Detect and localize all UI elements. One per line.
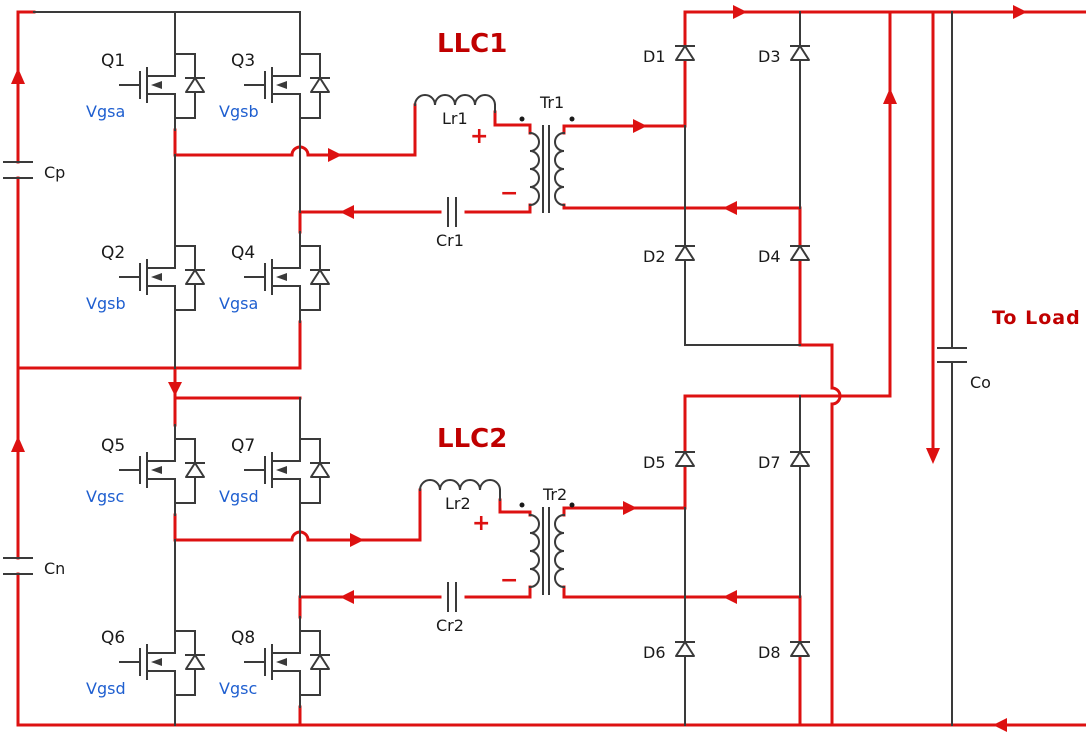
- d4-diode: [790, 245, 810, 261]
- llc1-title: LLC1: [437, 29, 507, 59]
- q1-label: Q1: [101, 51, 125, 71]
- lr1-label: Lr1: [442, 109, 468, 128]
- arrow-left-cr2-return: [340, 590, 354, 604]
- to-load-label: To Load: [992, 307, 1081, 329]
- d2-diode: [675, 245, 695, 261]
- q8-label: Q8: [231, 628, 255, 648]
- tr1-transformer: [519, 116, 575, 213]
- cr1-capacitor: [447, 197, 457, 227]
- d2-label: D2: [643, 247, 666, 266]
- arrow-right-sec1-top: [633, 119, 647, 133]
- co-capacitor: [937, 347, 967, 363]
- d1-label: D1: [643, 47, 666, 66]
- arrow-right-bridge2-out: [350, 533, 364, 547]
- q4-gate-label: Vgsa: [219, 294, 258, 313]
- cn-label: Cn: [44, 559, 65, 578]
- tr1-secondary-dot: [569, 116, 575, 122]
- q4-label: Q4: [231, 243, 255, 263]
- arrow-right-topbus-2: [1013, 5, 1027, 19]
- tr2-transformer: [519, 502, 575, 595]
- arrow-right-topbus-1: [733, 5, 747, 19]
- cr2-label: Cr2: [436, 616, 464, 635]
- q3-gate-label: Vgsb: [219, 102, 259, 121]
- arrow-right-bridge1-out: [328, 148, 342, 162]
- q2-mosfet: [119, 231, 205, 323]
- d5-label: D5: [643, 453, 666, 472]
- arrow-down-interbridge: [168, 382, 182, 396]
- q8-gate-label: Vgsc: [219, 679, 257, 698]
- q5-label: Q5: [101, 436, 125, 456]
- q2-gate-label: Vgsb: [86, 294, 126, 313]
- tr2-label: Tr2: [542, 485, 567, 504]
- text-labels: LLC1 LLC2 Q1 Q3 Q2 Q4 Q5 Q7 Q6 Q8 Vgsa V…: [44, 29, 1081, 698]
- cn-capacitor: [3, 557, 33, 575]
- q7-gate-label: Vgsd: [219, 487, 259, 506]
- tr2-plus-sign: +: [472, 511, 490, 536]
- tr1-label: Tr1: [539, 93, 564, 112]
- tr1-minus-sign: −: [500, 181, 518, 206]
- circuit-wires: [33, 11, 953, 726]
- cr2-capacitor: [447, 582, 457, 612]
- arrow-up-left-bottom: [11, 436, 25, 452]
- co-label: Co: [970, 373, 991, 392]
- tr2-primary-dot: [519, 502, 525, 508]
- d8-label: D8: [758, 643, 781, 662]
- llc2-title: LLC2: [437, 424, 507, 454]
- q7-label: Q7: [231, 436, 255, 456]
- q5-mosfet: [119, 424, 205, 516]
- q6-gate-label: Vgsd: [86, 679, 126, 698]
- cp-capacitor: [3, 161, 33, 179]
- lr2-label: Lr2: [445, 494, 471, 513]
- d4-label: D4: [758, 247, 781, 266]
- q6-label: Q6: [101, 628, 125, 648]
- d3-diode: [790, 45, 810, 61]
- tr1-plus-sign: +: [470, 124, 488, 149]
- arrow-left-sec2-bottom: [723, 590, 737, 604]
- lr1-inductor: [413, 94, 497, 107]
- arrow-up-left-top: [11, 68, 25, 84]
- q6-mosfet: [119, 616, 205, 708]
- cr1-label: Cr1: [436, 231, 464, 250]
- d7-diode: [790, 451, 810, 467]
- tr2-minus-sign: −: [500, 568, 518, 593]
- tr2-secondary-dot: [569, 502, 575, 508]
- q8-mosfet: [244, 616, 330, 708]
- d8-diode: [790, 641, 810, 657]
- q3-label: Q3: [231, 51, 255, 71]
- q2-label: Q2: [101, 243, 125, 263]
- lr2-inductor: [418, 479, 502, 492]
- arrow-up-rect2-out: [883, 88, 897, 104]
- arrow-left-sec1-bottom: [723, 201, 737, 215]
- d3-label: D3: [758, 47, 781, 66]
- cp-label: Cp: [44, 163, 65, 182]
- d6-label: D6: [643, 643, 666, 662]
- arrow-down-load: [926, 448, 940, 464]
- d7-label: D7: [758, 453, 781, 472]
- tr1-primary-dot: [519, 116, 525, 122]
- arrow-left-bottombus: [993, 718, 1007, 732]
- current-arrows: [11, 5, 1027, 732]
- arrow-left-cr1-return: [340, 205, 354, 219]
- q1-gate-label: Vgsa: [86, 102, 125, 121]
- q1-mosfet: [119, 39, 205, 131]
- d5-diode: [675, 451, 695, 467]
- q5-gate-label: Vgsc: [86, 487, 124, 506]
- d6-diode: [675, 641, 695, 657]
- arrow-right-sec2-top: [623, 501, 637, 515]
- d1-diode: [675, 45, 695, 61]
